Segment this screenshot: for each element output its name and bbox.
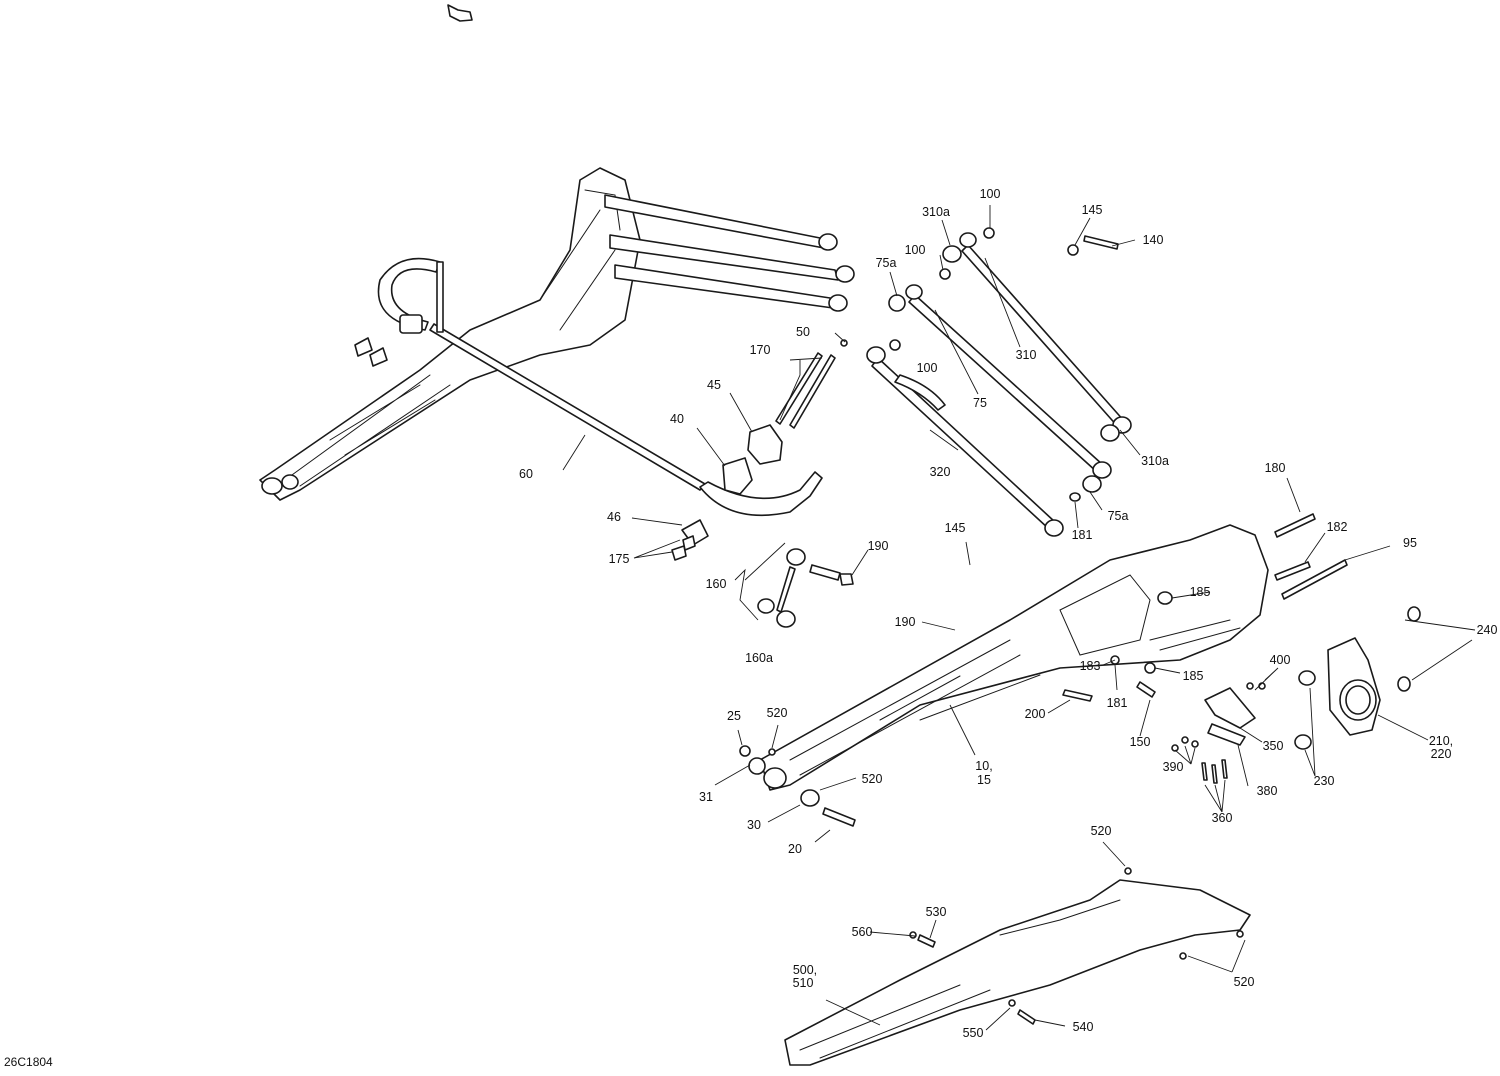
callout-45: 45 [707,378,721,392]
bracket-350-380 [1204,687,1256,746]
callout-550: 550 [963,1026,984,1040]
callout-310: 310 [1016,348,1037,362]
bolts-95-180-182 [1274,513,1348,600]
callout-230: 230 [1314,774,1335,788]
callout-185: 185 [1190,585,1211,599]
callout-181: 181 [1072,528,1093,542]
callout-182: 182 [1327,520,1348,534]
callout-labels: 100 310a 145 140 100 75a 100 310 75 310a… [4,187,1497,1069]
callout-100: 100 [917,361,938,375]
callout-75a: 75a [1108,509,1129,523]
callout-240: 240 [1477,623,1498,637]
link-320 [866,346,1064,537]
callout-140: 140 [1143,233,1164,247]
callout-185: 185 [1183,669,1204,683]
callout-500-510-line2: 510 [793,976,814,990]
bolt-140-nut-145 [1067,235,1119,256]
top-bolt [447,4,473,22]
callout-380: 380 [1257,784,1278,798]
callout-540: 540 [1073,1020,1094,1034]
plate-46 [671,519,709,561]
callout-190: 190 [895,615,916,629]
callout-160: 160 [706,577,727,591]
callout-320: 320 [930,465,951,479]
callout-360: 360 [1212,811,1233,825]
callout-560: 560 [852,925,873,939]
hardware-360-390-400 [1171,682,1266,784]
callout-350: 350 [1263,739,1284,753]
callout-180: 180 [1265,461,1286,475]
callout-50: 50 [796,325,810,339]
callout-310a: 310a [922,205,950,219]
callout-100: 100 [980,187,1001,201]
callout-210-220-line1: 210, [1429,734,1453,748]
callout-150: 150 [1130,735,1151,749]
link-75 [905,284,1112,479]
leader-lines [562,205,1476,1031]
link-160 [757,548,854,628]
callout-181: 181 [1107,696,1128,710]
callout-210-220-line2: 220 [1431,747,1452,761]
bushing-40 [722,457,753,495]
trailing-arm-10-15 [759,524,1269,791]
callout-520: 520 [1091,824,1112,838]
callout-100: 100 [905,243,926,257]
callout-46: 46 [607,510,621,524]
assembled-sway-bar [354,257,823,517]
callout-95: 95 [1403,536,1417,550]
callout-310a: 310a [1141,454,1169,468]
callout-31: 31 [699,790,713,804]
callout-10-15-line1: 10, [975,759,992,773]
callout-75: 75 [973,396,987,410]
callout-520: 520 [862,772,883,786]
callout-520: 520 [767,706,788,720]
chassis-rail-500-510 [784,867,1251,1066]
callout-190: 190 [868,539,889,553]
knuckle-210-220 [1294,606,1421,750]
callout-30: 30 [747,818,761,832]
bolts-150-200 [1062,655,1156,702]
callout-170: 170 [750,343,771,357]
callout-145: 145 [1082,203,1103,217]
callout-160a: 160a [745,651,773,665]
bolts-170 [775,339,848,429]
callout-390: 390 [1163,760,1184,774]
callout-20: 20 [788,842,802,856]
diagram-code: 26C1804 [4,1055,53,1069]
callout-200: 200 [1025,707,1046,721]
callout-520: 520 [1234,975,1255,989]
callout-500-510-line1: 500, [793,963,817,977]
callout-60: 60 [519,467,533,481]
callout-400: 400 [1270,653,1291,667]
callout-40: 40 [670,412,684,426]
callout-530: 530 [926,905,947,919]
assembled-upper-links [604,194,855,312]
callout-145: 145 [945,521,966,535]
callout-25: 25 [727,709,741,723]
callout-75a: 75a [876,256,897,270]
bracket-45 [747,424,783,465]
bushings-and-washers [888,227,1120,502]
callout-183: 183 [1080,659,1101,673]
callout-10-15-line2: 15 [977,773,991,787]
callout-175: 175 [609,552,630,566]
